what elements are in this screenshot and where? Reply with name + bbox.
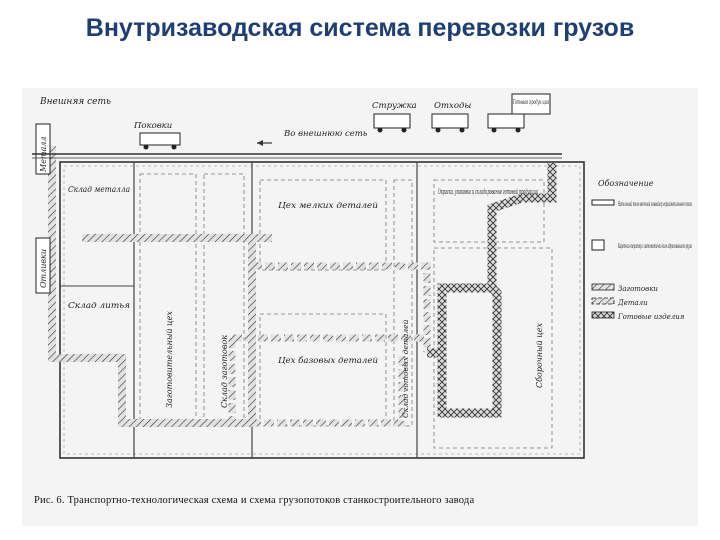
painting-area-label: Окраска, упаковка и складирование готово… — [438, 188, 538, 196]
legend-blanks-swatch — [591, 283, 615, 291]
chips-truck — [373, 113, 411, 129]
blanks-flow-bottom — [82, 354, 252, 427]
legend-item-2: Каретка-оператор с автоматичес-ким адрес… — [618, 242, 692, 250]
legend-item-3: Заготовки — [618, 285, 658, 293]
parts-flow-lower — [228, 338, 406, 427]
external-network-label: Внешняя сеть — [39, 97, 111, 107]
finished-products-truck — [487, 113, 525, 129]
blanks-flow-left — [48, 146, 82, 362]
waste-label: Отходы — [434, 101, 471, 111]
transport-scheme-diagram: Внешняя сеть Поковки Стружка Отходы Гото… — [32, 93, 692, 459]
finished-products-box — [511, 93, 551, 115]
legend-item-4: Детали — [617, 299, 648, 307]
to-external-network-label: Во внешнюю сеть — [283, 129, 368, 139]
legend: Обозначение Напольный теле-жечный конвей… — [591, 179, 692, 321]
finished-flow — [427, 163, 557, 358]
legend-item-1: Напольный теле-жечный конвейер горизонта… — [618, 200, 692, 208]
small-parts-zone — [259, 179, 387, 271]
legend-title: Обозначение — [598, 179, 654, 188]
blanks-warehouse-zone — [203, 173, 245, 421]
building-outline — [59, 161, 585, 459]
legend-parts-swatch — [591, 297, 615, 305]
metal-box — [35, 123, 51, 175]
procurement-shop-label: Заготовительный цех — [165, 311, 174, 408]
waste-truck — [431, 113, 469, 129]
legend-carriage-swatch — [591, 239, 605, 251]
castings-label: Отливки — [39, 249, 48, 288]
metal-label: Металл — [39, 137, 48, 173]
castings-box — [35, 237, 51, 294]
forgings-label: Поковки — [133, 121, 172, 131]
figure-caption: Рис. 6. Транспортно-технологическая схем… — [34, 495, 475, 506]
legend-conveyor-swatch — [591, 199, 615, 206]
legend-item-5: Готовые изделия — [617, 313, 685, 321]
finished-products-label: Готовая продук-ция — [512, 98, 549, 106]
forgings-truck — [139, 132, 181, 146]
base-parts-shop-label: Цех базовых деталей — [278, 356, 378, 365]
finished-parts-warehouse-label: Склад готовых деталей — [401, 319, 410, 418]
parts-flow-middle — [232, 334, 431, 353]
small-parts-shop-label: Цех мелких деталей — [278, 201, 378, 210]
assembly-shop-label: Сборочный цех — [535, 322, 544, 388]
parts-flow-upper — [252, 262, 431, 338]
slide-title: Внутризаводская система перевозки грузов — [85, 14, 635, 42]
legend-finished-swatch — [591, 311, 615, 319]
transport-scheme-figure: Внешняя сеть Поковки Стружка Отходы Гото… — [22, 88, 698, 526]
blanks-warehouse-label: Склад заготовок — [220, 335, 229, 408]
chips-label: Стружка — [372, 101, 417, 111]
base-parts-zone — [259, 313, 387, 427]
casting-warehouse-label: Склад литья — [68, 301, 130, 310]
metal-warehouse-label: Склад металла — [68, 185, 130, 194]
